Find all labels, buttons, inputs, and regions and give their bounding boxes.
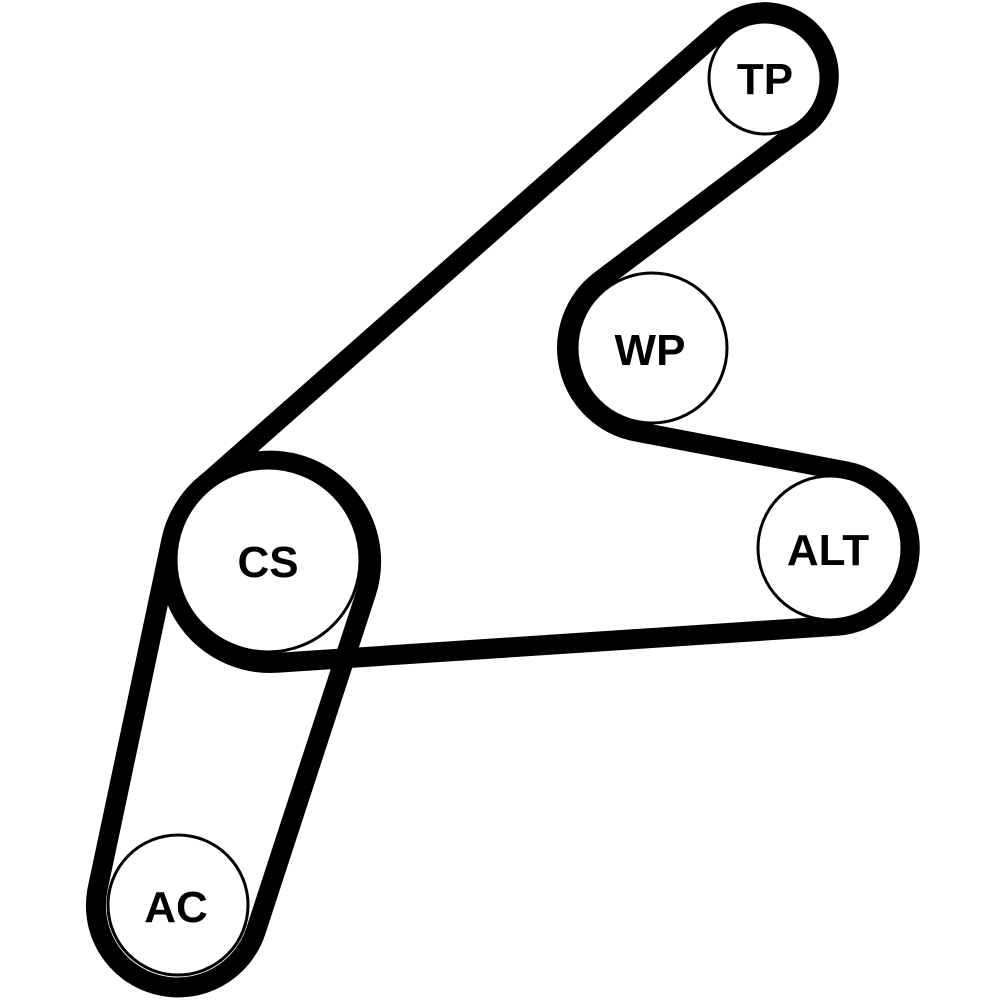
main-serpentine-belt bbox=[159, 2, 920, 673]
pulley-tp: TP bbox=[707, 20, 823, 136]
ac-belt bbox=[85, 450, 382, 998]
pulley-alt: ALT bbox=[756, 474, 904, 622]
pulley-label-cs: CS bbox=[237, 538, 298, 587]
pulley-label-wp: WP bbox=[615, 326, 686, 375]
pulley-cs: CS bbox=[174, 466, 362, 654]
pulley-wp: WP bbox=[575, 271, 729, 425]
pulley-ac: AC bbox=[106, 833, 250, 977]
pulley-label-ac: AC bbox=[144, 883, 208, 932]
pulley-label-alt: ALT bbox=[787, 526, 869, 575]
pulley-label-tp: TP bbox=[737, 55, 793, 104]
